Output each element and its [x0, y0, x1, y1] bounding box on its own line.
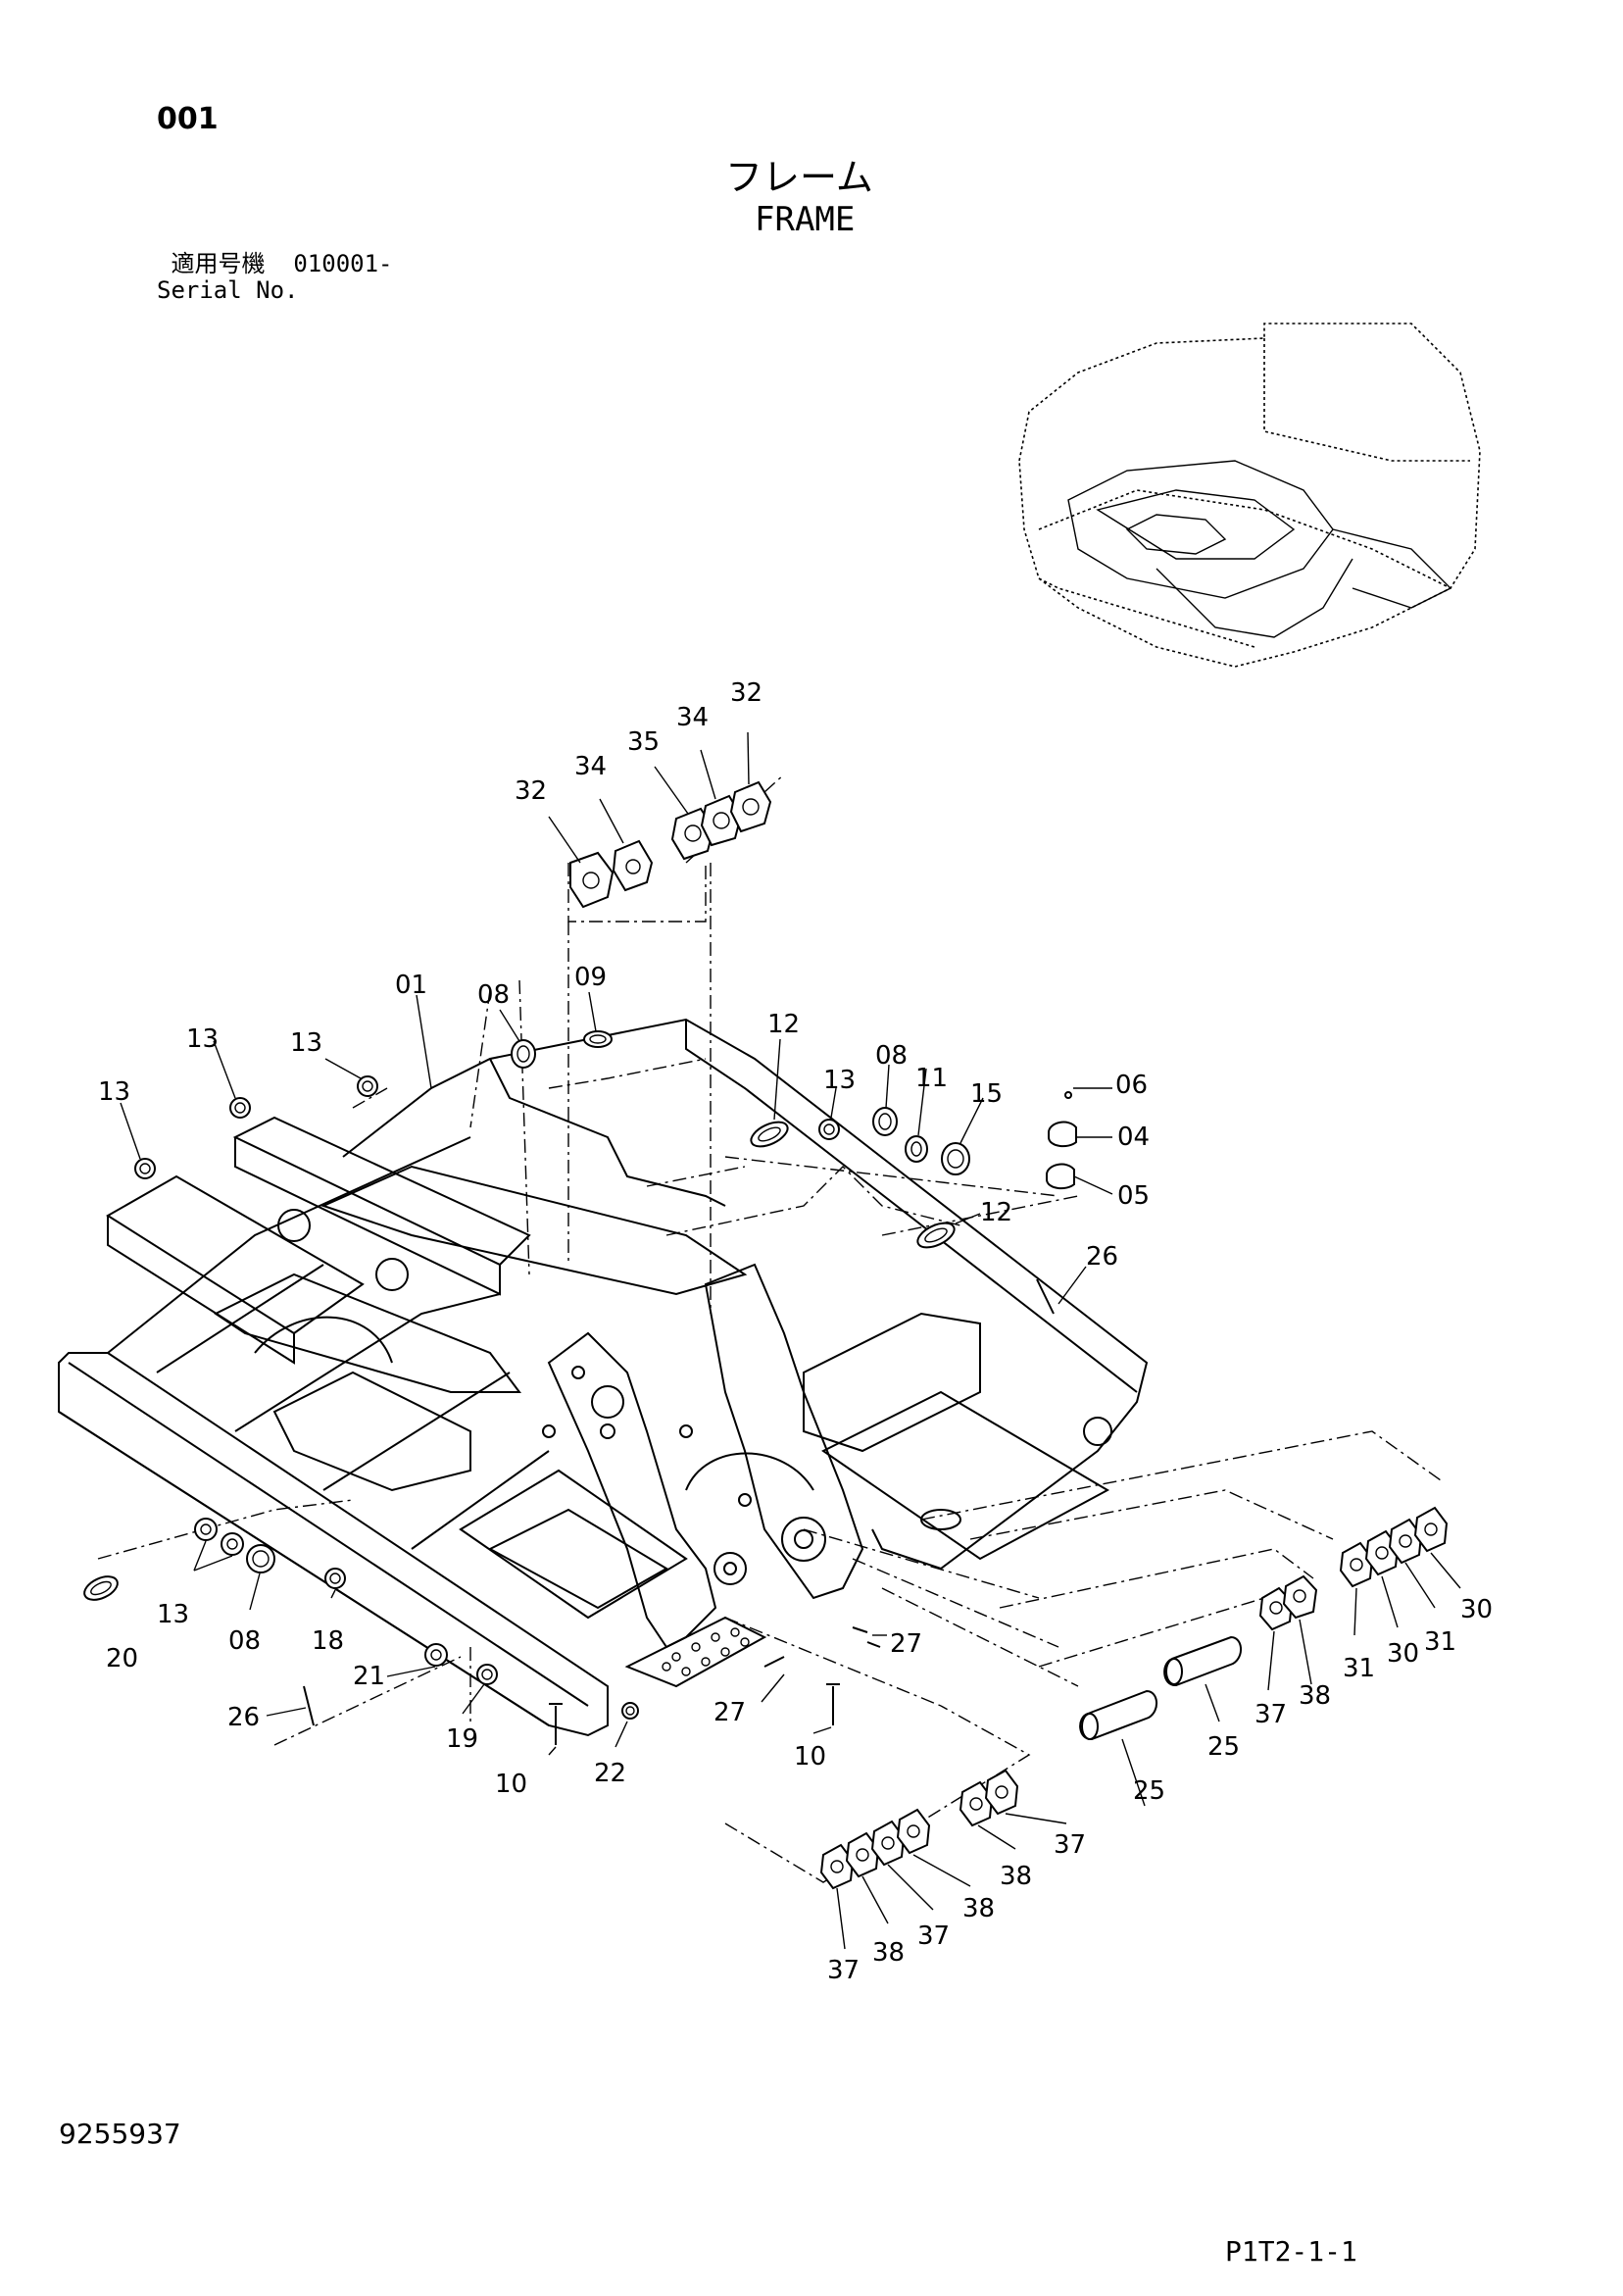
- callout-12: 12: [767, 1010, 800, 1039]
- callout-10: 10: [794, 1742, 826, 1772]
- callout-35: 35: [627, 727, 660, 757]
- callout-25: 25: [1207, 1732, 1240, 1762]
- callout-21: 21: [353, 1662, 385, 1691]
- callout-13: 13: [186, 1024, 219, 1054]
- machine-overview-inset: [1018, 323, 1481, 668]
- callout-27: 27: [713, 1698, 746, 1727]
- assembly-guide-lines: [97, 774, 1442, 1883]
- callout-11: 11: [915, 1064, 948, 1093]
- callout-27: 27: [890, 1629, 922, 1659]
- leader-lines: [120, 731, 1461, 1950]
- callout-32: 32: [730, 678, 762, 708]
- callout-38: 38: [962, 1894, 995, 1923]
- page-number: 001: [157, 102, 219, 136]
- callout-19: 19: [446, 1724, 478, 1754]
- callout-37: 37: [917, 1922, 950, 1951]
- callout-10: 10: [495, 1770, 527, 1799]
- drawing-number: 9255937: [59, 2118, 181, 2150]
- plate-group-upper: [569, 780, 772, 909]
- callout-05: 05: [1117, 1181, 1150, 1211]
- callout-08: 08: [228, 1626, 261, 1656]
- callout-32: 32: [515, 776, 547, 806]
- title-english: FRAME: [755, 200, 856, 239]
- loose-parts: [83, 780, 1449, 1890]
- callout-04: 04: [1117, 1123, 1150, 1152]
- callout-18: 18: [312, 1626, 344, 1656]
- callout-09: 09: [574, 963, 607, 992]
- callout-26: 26: [1086, 1242, 1118, 1272]
- callout-08: 08: [875, 1041, 908, 1071]
- main-frame: [58, 1018, 1149, 1737]
- callout-12: 12: [980, 1198, 1012, 1227]
- serial-line-japanese: 適用号機 010001-: [157, 250, 393, 277]
- page-code: P1T2-1-1: [1225, 2235, 1357, 2268]
- callout-labels: 32 34 35 34 32 01 08 09 13 13 13 12 13 0…: [98, 678, 1493, 1985]
- callout-31: 31: [1424, 1627, 1456, 1657]
- callout-13: 13: [98, 1077, 130, 1107]
- callout-30: 30: [1387, 1639, 1419, 1669]
- callout-25: 25: [1133, 1776, 1165, 1806]
- callout-34: 34: [574, 752, 607, 781]
- callout-06: 06: [1115, 1071, 1148, 1100]
- callout-13: 13: [157, 1600, 189, 1629]
- callout-30: 30: [1460, 1595, 1493, 1624]
- callout-08: 08: [477, 980, 510, 1010]
- callout-15: 15: [970, 1079, 1003, 1109]
- callout-13: 13: [290, 1028, 322, 1058]
- callout-38: 38: [872, 1938, 905, 1968]
- callout-37: 37: [827, 1956, 860, 1985]
- callout-20: 20: [106, 1644, 138, 1673]
- callout-38: 38: [1000, 1862, 1032, 1891]
- callout-34: 34: [676, 703, 709, 732]
- callout-01: 01: [395, 971, 427, 1000]
- callout-13: 13: [823, 1066, 856, 1095]
- callout-31: 31: [1343, 1654, 1375, 1683]
- serial-line-english: Serial No.: [157, 276, 299, 304]
- callout-26: 26: [227, 1703, 260, 1732]
- serial-number-block: 適用号機 010001- Serial No.: [157, 251, 393, 304]
- title-japanese: フレーム: [725, 156, 873, 199]
- callout-22: 22: [594, 1759, 626, 1788]
- callout-37: 37: [1054, 1830, 1086, 1860]
- callout-37: 37: [1254, 1700, 1287, 1729]
- callout-38: 38: [1299, 1681, 1331, 1711]
